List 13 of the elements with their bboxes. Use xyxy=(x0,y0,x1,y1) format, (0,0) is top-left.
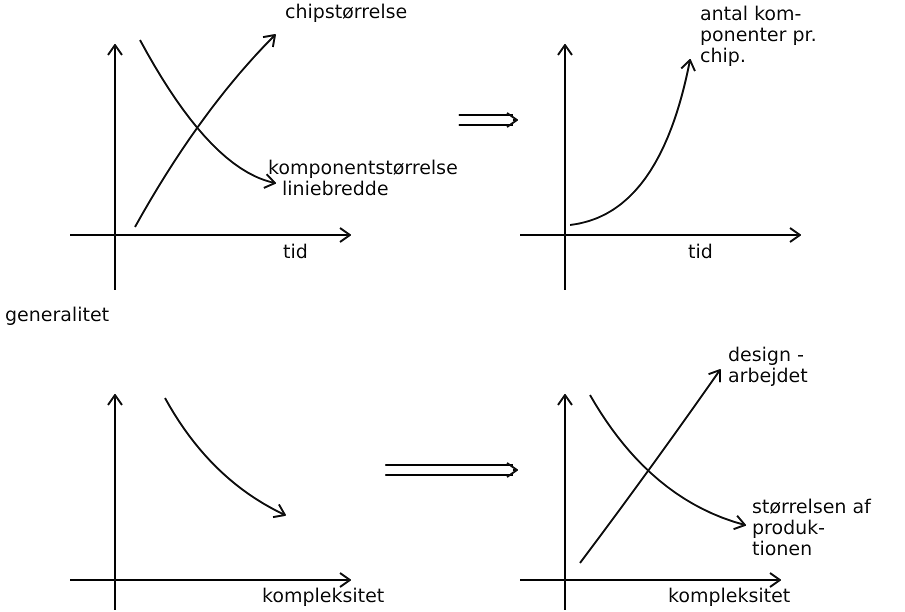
chart-label: antal kom- ponenter pr. chip. xyxy=(700,4,818,67)
chart-label: kompleksitet xyxy=(262,586,384,607)
implication-arrow xyxy=(458,112,518,128)
chart-label: størrelsen af produk- tionen xyxy=(752,497,872,560)
chart-label: chipstørrelse xyxy=(285,2,408,23)
chart-label: komponentstørrelse xyxy=(268,158,458,179)
chart-label: design - arbejdet xyxy=(728,345,809,387)
chart-label: generalitet xyxy=(5,305,110,326)
chart-label: tid xyxy=(283,242,308,263)
chart-label: tid xyxy=(688,242,713,263)
chart-label: kompleksitet xyxy=(668,586,790,607)
implication-arrow xyxy=(384,462,518,478)
chart-label: liniebredde xyxy=(282,179,389,200)
